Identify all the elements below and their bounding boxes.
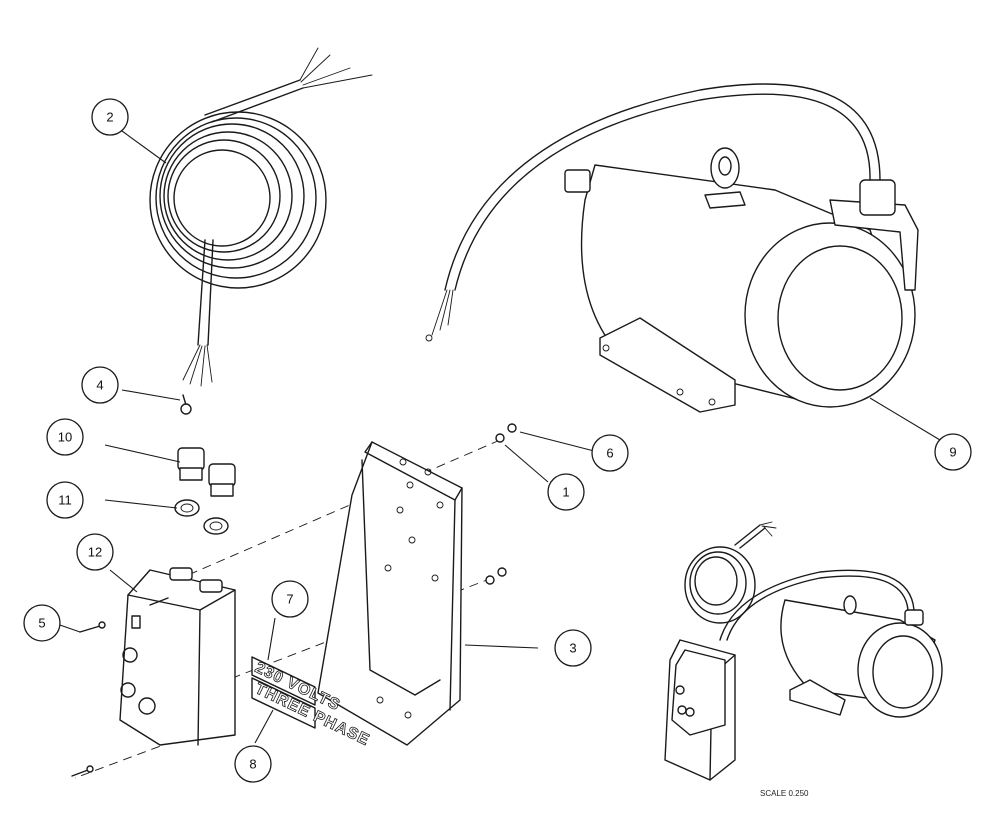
svg-text:12: 12 <box>88 545 102 560</box>
svg-text:6: 6 <box>606 446 613 461</box>
nut-and-washer <box>485 423 517 585</box>
callout-5: 5 <box>23 604 61 642</box>
svg-text:3: 3 <box>569 641 576 656</box>
electric-motor <box>425 83 919 413</box>
callout-10: 10 <box>46 418 84 456</box>
ring-terminal <box>180 394 192 415</box>
leader-lines <box>56 130 941 744</box>
callout-1: 1 <box>547 473 585 511</box>
svg-text:4: 4 <box>96 378 103 393</box>
control-enclosure <box>119 567 236 746</box>
callout-2: 2 <box>91 98 129 136</box>
callout-8: 8 <box>234 745 272 783</box>
decal-230-volts <box>251 656 316 706</box>
coiled-power-cable <box>149 47 373 387</box>
svg-text:10: 10 <box>58 430 72 445</box>
callout-4: 4 <box>81 366 119 404</box>
mounting-bracket <box>317 441 463 746</box>
callout-9: 9 <box>934 433 972 471</box>
decal-three-phase <box>251 677 316 729</box>
cable-glands <box>177 447 236 497</box>
svg-text:5: 5 <box>38 616 45 631</box>
scale-note: SCALE 0.250 <box>760 789 809 798</box>
callout-balloons: 2 4 10 11 12 5 6 1 <box>23 98 972 783</box>
lock-nuts <box>174 499 229 535</box>
svg-text:2: 2 <box>106 110 113 125</box>
callout-3: 3 <box>554 629 592 667</box>
svg-text:7: 7 <box>286 592 293 607</box>
callout-12: 12 <box>76 533 114 571</box>
assembled-view <box>664 521 943 781</box>
svg-text:9: 9 <box>949 445 956 460</box>
svg-text:11: 11 <box>58 493 72 508</box>
callout-6: 6 <box>591 434 629 472</box>
screw <box>71 621 106 777</box>
callout-11: 11 <box>46 481 84 519</box>
svg-text:8: 8 <box>249 757 256 772</box>
svg-text:1: 1 <box>562 485 569 500</box>
callout-7: 7 <box>271 580 309 618</box>
